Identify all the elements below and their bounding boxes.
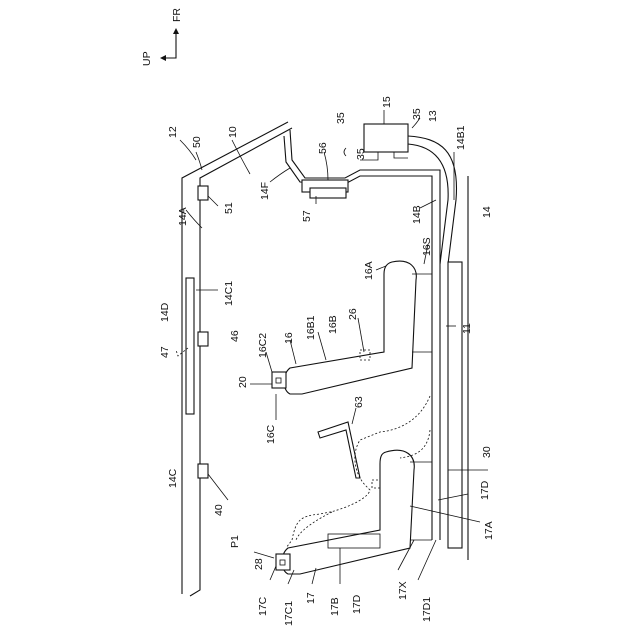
label-17X: 17X — [397, 581, 409, 600]
label-11: 11 — [461, 323, 473, 334]
fr-label: FR — [171, 8, 183, 22]
vehicle-body — [176, 122, 292, 596]
label-17D-right: 17D — [479, 480, 491, 500]
label-28: 28 — [253, 558, 265, 570]
label-10: 10 — [227, 126, 239, 138]
up-label: UP — [141, 51, 153, 66]
label-46: 46 — [229, 330, 241, 342]
panel-14D — [186, 278, 194, 414]
label-14A: 14A — [177, 207, 189, 226]
label-P1: P1 — [229, 535, 241, 548]
lever-63 — [318, 422, 360, 478]
rail-11 — [448, 176, 468, 560]
label-17B: 17B — [329, 597, 341, 616]
label-63: 63 — [353, 396, 365, 408]
label-50: 50 — [191, 136, 203, 148]
label-17A: 17A — [483, 521, 495, 540]
label-16: 16 — [283, 332, 295, 344]
label-47: 47 — [159, 346, 171, 358]
label-30: 30 — [481, 446, 493, 458]
label-14B1: 14B1 — [455, 125, 467, 150]
part-20 — [272, 372, 286, 388]
label-20: 20 — [237, 376, 249, 388]
label-16C2: 16C2 — [257, 333, 269, 358]
part-46 — [198, 332, 208, 346]
part-51 — [198, 186, 208, 200]
label-14F: 14F — [259, 182, 271, 200]
label-15: 15 — [381, 96, 393, 108]
label-35c: 35 — [411, 108, 423, 120]
label-17: 17 — [305, 592, 317, 604]
part-40 — [198, 464, 208, 478]
label-17D: 17D — [351, 594, 363, 614]
label-14: 14 — [481, 206, 493, 218]
label-16C: 16C — [265, 424, 277, 444]
label-17C1: 17C1 — [283, 601, 295, 626]
label-26: 26 — [347, 308, 359, 320]
label-14C: 14C — [167, 468, 179, 488]
label-17D1: 17D1 — [421, 597, 433, 622]
label-16A: 16A — [363, 261, 375, 280]
label-35a: 35 — [335, 112, 347, 124]
seat-16 — [272, 261, 432, 394]
label-51: 51 — [223, 202, 235, 214]
label-16B: 16B — [327, 315, 339, 334]
orientation-indicator: FR UP — [141, 8, 183, 66]
label-14B: 14B — [411, 205, 423, 224]
label-35b: 35 — [355, 148, 367, 160]
label-16S: 16S — [421, 237, 433, 256]
part-57 — [310, 188, 346, 198]
label-12: 12 — [167, 126, 179, 138]
label-56: 56 — [317, 142, 329, 154]
label-57: 57 — [301, 210, 313, 222]
label-14C1: 14C1 — [223, 281, 235, 306]
label-14D: 14D — [159, 302, 171, 322]
label-17C: 17C — [257, 596, 269, 616]
label-16B1: 16B1 — [305, 315, 317, 340]
label-40: 40 — [213, 504, 225, 516]
label-13: 13 — [427, 110, 439, 122]
part-28 — [276, 554, 290, 570]
